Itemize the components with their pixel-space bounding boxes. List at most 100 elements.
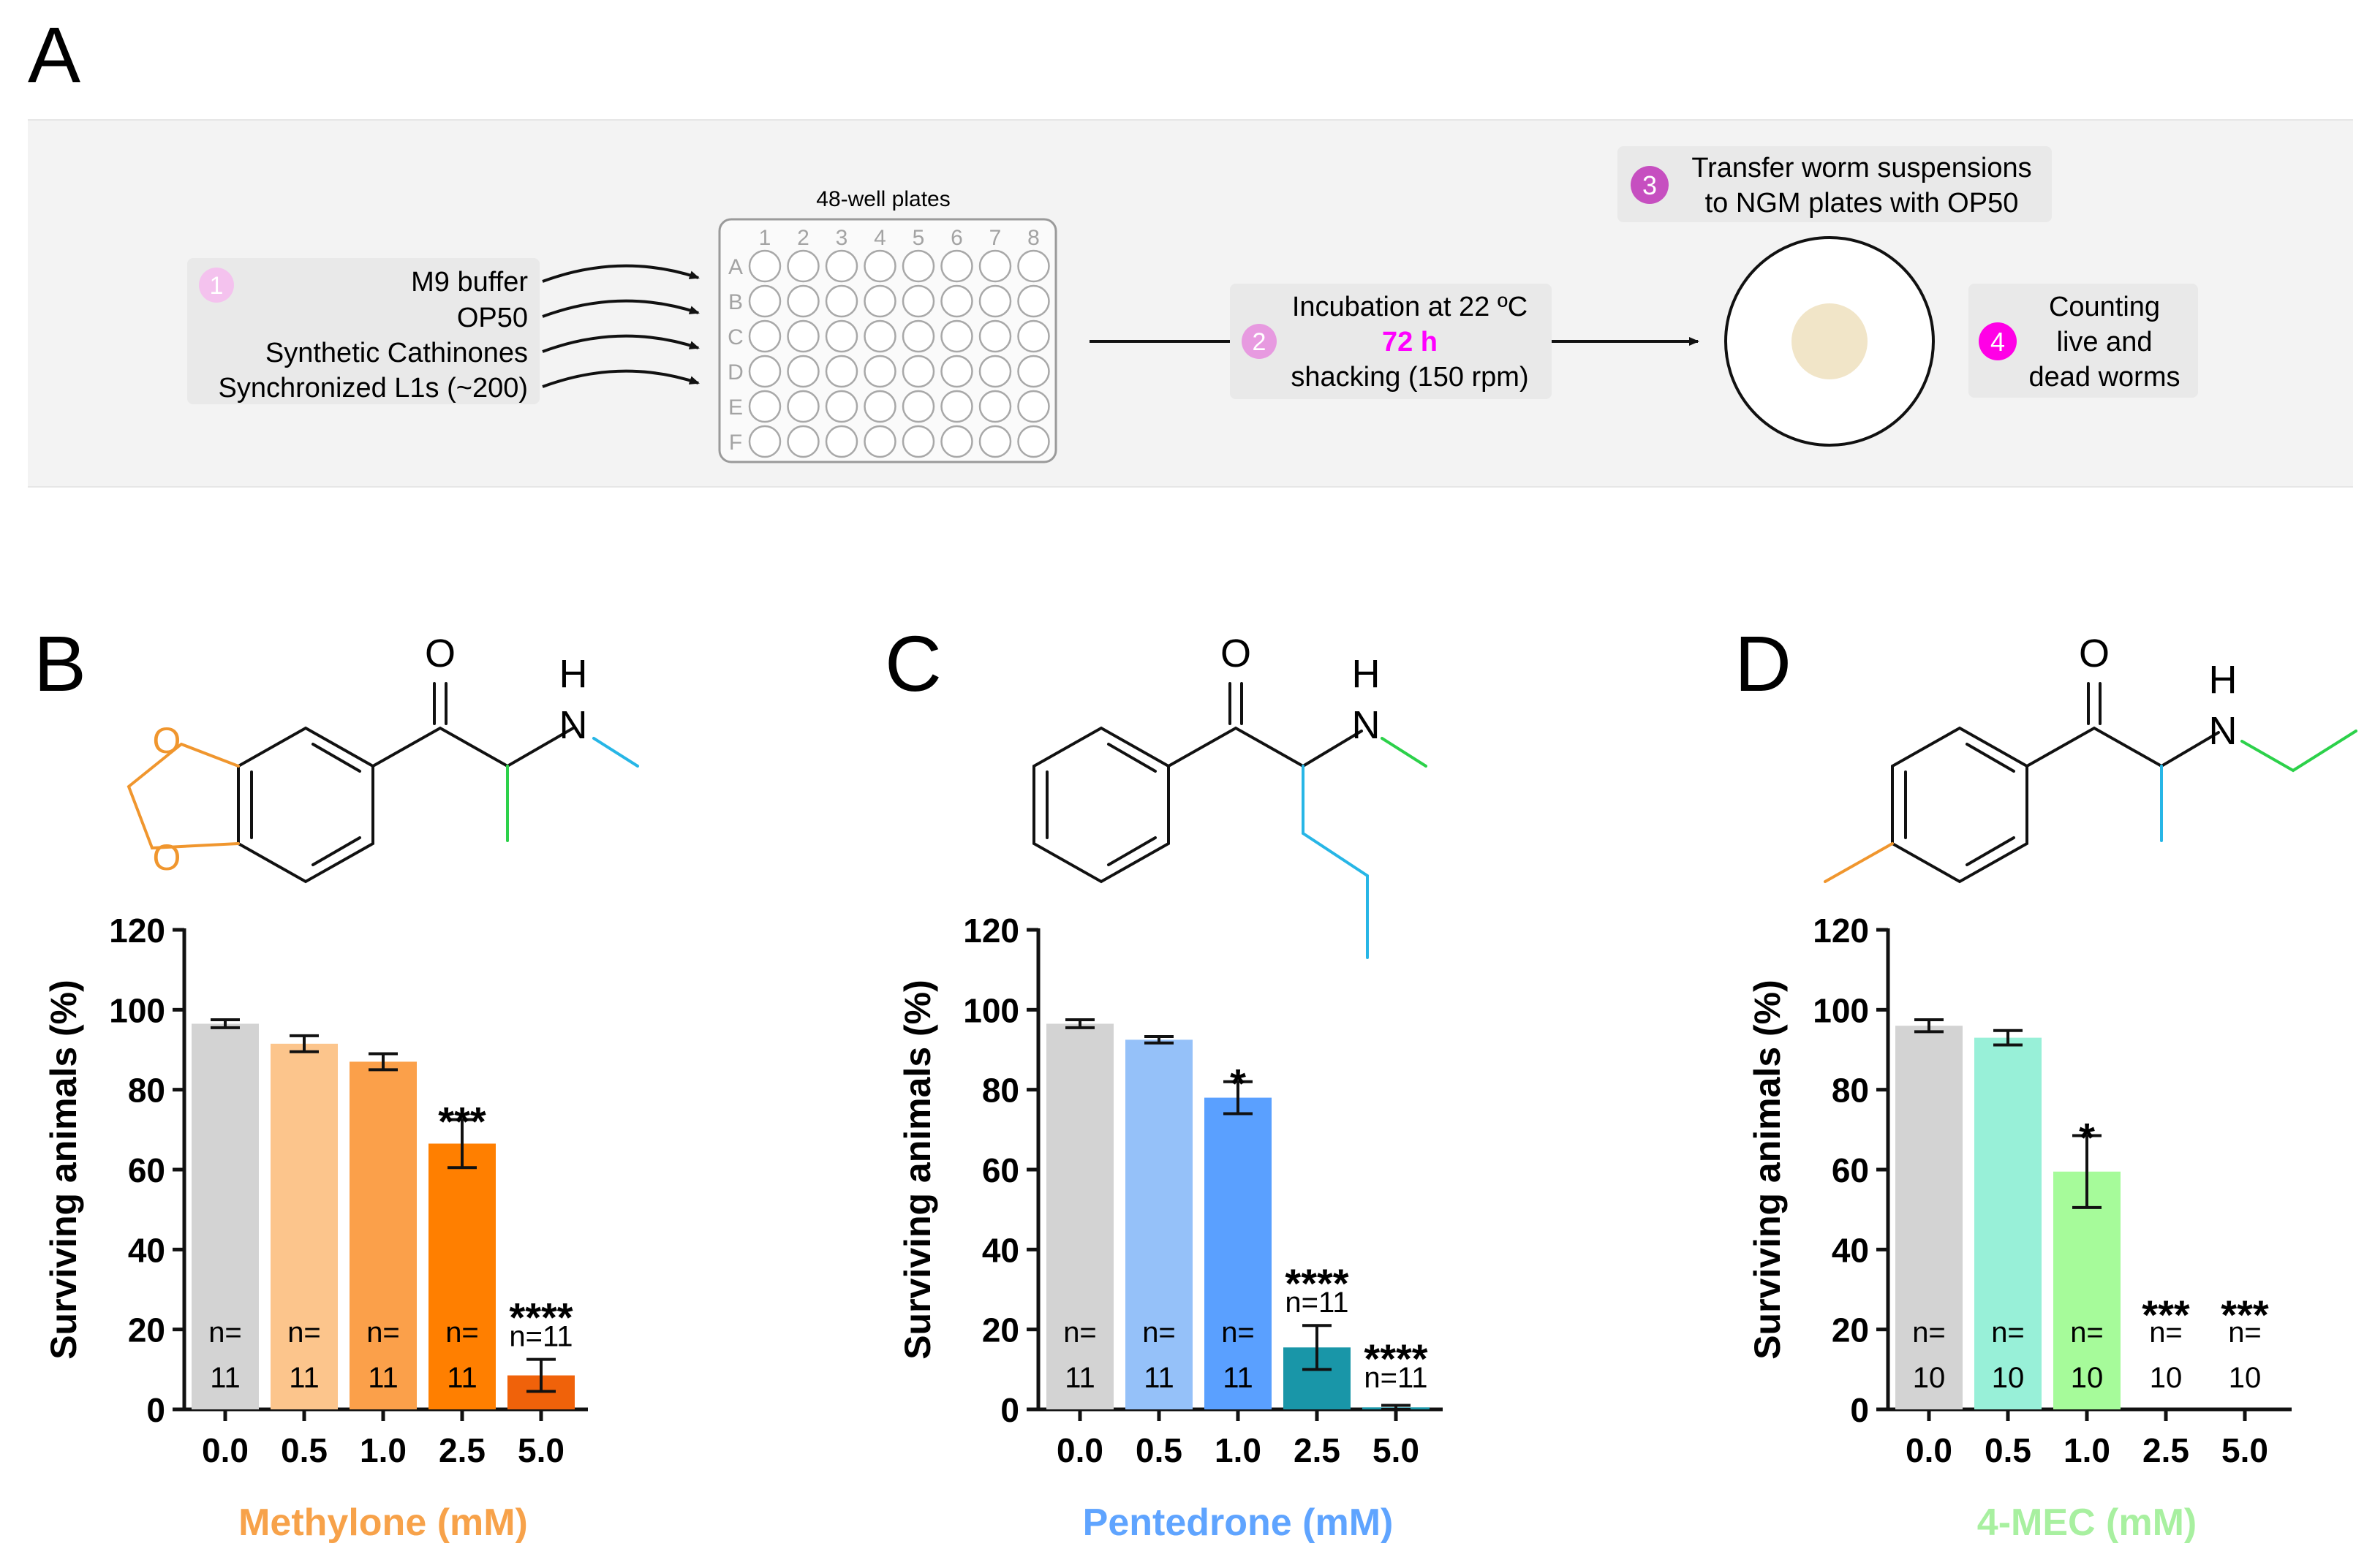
x-tick-label: 0.5: [281, 1431, 328, 1469]
pentedrone-atom-n: N: [1352, 703, 1381, 747]
methylone-dioxole: [127, 742, 240, 850]
y-axis-label: Surviving animals (%): [897, 980, 938, 1360]
plate-column-label: 4: [874, 226, 886, 250]
y-tick-label: 80: [128, 1072, 165, 1110]
plate-well: [940, 425, 973, 458]
x-tick-label: 0.0: [1057, 1431, 1103, 1469]
4mec-benzene-ring: [1891, 726, 2028, 884]
n-value: 11: [289, 1362, 320, 1394]
y-tick-label: 80: [1832, 1072, 1869, 1110]
plate-well: [902, 355, 935, 388]
x-tick-label: 0.0: [202, 1431, 249, 1469]
4mec-ring-inner-bonds: [1904, 743, 2015, 866]
n-label: n=: [1142, 1317, 1176, 1349]
y-tick-label: 0: [1000, 1391, 1019, 1429]
plate-row-label: E: [728, 395, 743, 420]
y-tick-label: 60: [982, 1151, 1019, 1189]
4mec-atom-n: N: [2209, 709, 2238, 753]
4mec-atom-h: H: [2209, 658, 2238, 702]
arrow-op50: [542, 299, 700, 318]
plate-well: [825, 319, 858, 353]
pentedrone-n-methyl: [1381, 737, 1427, 768]
methylone-ring-inner-bonds: [250, 743, 361, 866]
n-label: n=: [445, 1317, 479, 1349]
plate-well: [940, 249, 973, 283]
methylone-carbonyl: [433, 682, 448, 725]
step4-line-1: Counting: [2049, 292, 2160, 322]
n-label: n=11: [1285, 1287, 1348, 1319]
pentedrone-chain: [1167, 726, 1363, 768]
op50-lawn: [1791, 303, 1868, 379]
y-tick-label: 120: [963, 912, 1019, 950]
4mec-para-methyl: [1824, 842, 1894, 883]
methylone-benzene-ring: [237, 726, 374, 884]
bar: [271, 1043, 338, 1409]
y-tick-label: 60: [1832, 1151, 1869, 1189]
step2-badge: [1242, 324, 1277, 359]
plate-well: [940, 355, 973, 388]
plate-well: [748, 425, 782, 458]
plate-well: [748, 319, 782, 353]
pentedrone-ring-inner-bonds: [1046, 743, 1157, 866]
plate-well: [787, 425, 820, 458]
step3-line-2: to NGM plates with OP50: [1705, 188, 2019, 219]
plate-well: [787, 284, 820, 318]
n-value: 11: [1223, 1362, 1253, 1394]
y-tick-label: 40: [982, 1231, 1019, 1269]
plate-well: [1017, 284, 1050, 318]
pentedrone-atom-h: H: [1352, 652, 1381, 696]
step4-line-2: live and: [2057, 327, 2153, 357]
plate-row-label: C: [728, 325, 744, 349]
plate-well: [864, 425, 896, 458]
chart-b: Surviving animals (%)0204060801001200.0n…: [43, 912, 588, 1544]
n-label: n=: [366, 1317, 400, 1349]
significance-marker: ***: [438, 1099, 486, 1145]
pentedrone-atom-o: O: [1220, 632, 1251, 675]
plate-well: [787, 249, 820, 283]
plate-well: [864, 249, 896, 283]
significance-marker: ***: [2142, 1292, 2190, 1338]
plate-well: [864, 390, 896, 423]
step1-line-l1s: Synchronized L1s (~200): [218, 373, 528, 404]
plate-well: [825, 390, 858, 423]
bar: [428, 1143, 496, 1409]
plate-well: [902, 284, 935, 318]
plate-well: [787, 390, 820, 423]
plate-column-label: 2: [797, 226, 809, 250]
bar: [350, 1061, 417, 1409]
plate-well: [1017, 319, 1050, 353]
step1-badge: [199, 268, 234, 303]
step2-line-shaking: shacking (150 rpm): [1291, 362, 1528, 393]
n-label: n=: [1221, 1317, 1255, 1349]
plate-well: [825, 425, 858, 458]
n-value: 10: [2229, 1362, 2262, 1394]
step2-line-incubation: Incubation at 22 ºC: [1292, 292, 1528, 322]
step2-line-duration: 72 h: [1382, 327, 1438, 357]
x-axis-label: Pentedrone (mM): [1083, 1501, 1394, 1544]
y-tick-label: 0: [1850, 1391, 1869, 1429]
n-value: 10: [2071, 1362, 2104, 1394]
y-tick-label: 100: [109, 991, 165, 1029]
plate-column-label: 5: [913, 226, 925, 250]
plate-well: [902, 425, 935, 458]
bar-charts: Surviving animals (%)0204060801001200.0n…: [43, 912, 2292, 1544]
n-label: n=: [2228, 1317, 2262, 1349]
structure-methylone: [127, 682, 639, 884]
plate-well: [940, 284, 973, 318]
n-value: 11: [1144, 1362, 1174, 1394]
step3-number: 3: [1642, 170, 1657, 200]
panel-letter-a: A: [28, 10, 80, 99]
plate-row-label: D: [728, 360, 744, 385]
plate-well: [748, 284, 782, 318]
n-value: 10: [1913, 1362, 1946, 1394]
step4-number: 4: [1990, 327, 2005, 357]
step4-badge: [1979, 322, 2017, 360]
chart-c: Surviving animals (%)0204060801001200.0n…: [897, 912, 1443, 1544]
plate-well: [748, 355, 782, 388]
y-axis-label: Surviving animals (%): [1747, 980, 1788, 1360]
y-tick-label: 100: [1813, 991, 1869, 1029]
plate-well: [978, 390, 1012, 423]
top-divider: [28, 119, 2353, 121]
plate-well: [940, 390, 973, 423]
bar: [1895, 1026, 1963, 1409]
